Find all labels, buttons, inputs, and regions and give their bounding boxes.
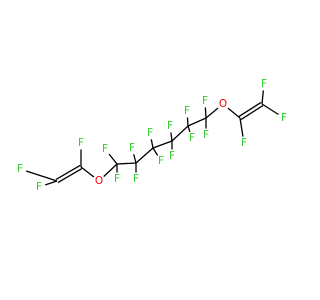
atom-o1-background [92,174,106,188]
fluorine-atom-label: F [169,150,175,162]
atom-fb2-background [257,77,271,91]
atom-f3a-background [143,126,157,140]
fluorine-atom-label: F [17,163,23,175]
atom-f3b-background [154,154,168,168]
atom-f4b-background [165,149,179,163]
atom-f2b-background [125,141,139,155]
fluorine-atom-label: F [203,129,209,141]
fluorine-atom-label: F [133,173,139,185]
atom-fa1-background [74,136,88,150]
atom-fb3-background [277,111,291,125]
fluorine-atom-label: F [202,95,208,107]
bond-c3-c4 [152,140,173,149]
bond-c1-c2 [116,162,137,165]
bond-c4-c5 [171,125,189,142]
atom-f6b-background [199,128,213,142]
bond-cc-cd-a [240,104,264,121]
fluorine-atom-label: F [281,112,287,124]
fluorine-atom-label: F [184,105,190,117]
fluorine-atom-label: F [114,173,120,185]
atom-f6a-background [198,94,212,108]
atom-fa3-background [32,180,46,194]
atom-f2a-background [129,172,143,186]
atom-f4a-background [163,119,177,133]
fluorine-atom-label: F [189,132,195,144]
oxygen-atom-label: O [95,175,103,187]
fluorine-atom-label: F [261,78,267,90]
fluorine-atom-label: F [102,143,108,155]
atom-f1b-background [110,172,124,186]
atom-f5b-background [185,131,199,145]
fluorine-atom-label: F [78,137,84,149]
fluorine-atom-label: F [167,120,173,132]
fluorine-atom-label: F [241,137,247,149]
fluorine-atom-label: F [36,181,42,193]
atom-fa2-background [13,162,27,176]
atom-f5a-background [180,104,194,118]
bond-c5-c6 [187,117,207,127]
bond-cc-cd-b [238,101,262,118]
fluorine-atom-label: F [158,155,164,167]
bond-ca-cb-b [57,167,83,184]
atom-o2-background [216,97,230,111]
atom-fb1-background [237,136,251,150]
bond-ca-cb-a [55,164,81,181]
oxygen-atom-label: O [219,98,227,110]
fluorine-atom-label: F [129,142,135,154]
fluorine-atom-label: F [147,127,153,139]
bond-c2-c3 [135,147,154,164]
atom-f1a-background [98,142,112,156]
